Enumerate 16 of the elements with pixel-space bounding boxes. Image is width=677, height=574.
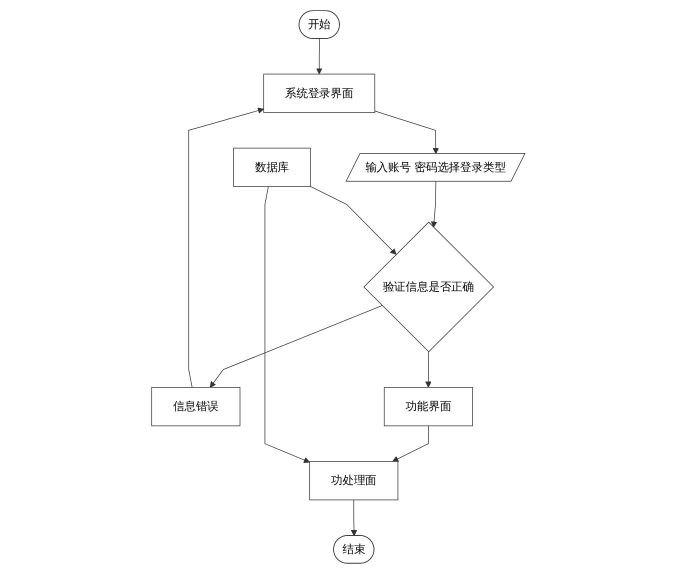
arrow <box>374 110 440 154</box>
arrow <box>392 426 429 462</box>
node-box: 数据库 <box>233 148 312 187</box>
arrow <box>264 186 310 463</box>
arrow <box>188 108 264 388</box>
arrow <box>210 305 383 388</box>
node-diamond: 验证信息是否正确 <box>364 222 494 352</box>
node-box: 功处理面 <box>309 461 398 500</box>
node-box: 系统登录界面 <box>264 74 376 113</box>
node-box: 信息错误 <box>152 387 241 426</box>
arrow <box>431 181 438 228</box>
arrow <box>316 38 323 74</box>
arrow <box>425 351 432 388</box>
arrow <box>351 500 358 536</box>
arrow <box>310 186 397 255</box>
node-box: 功能界面 <box>384 387 474 426</box>
